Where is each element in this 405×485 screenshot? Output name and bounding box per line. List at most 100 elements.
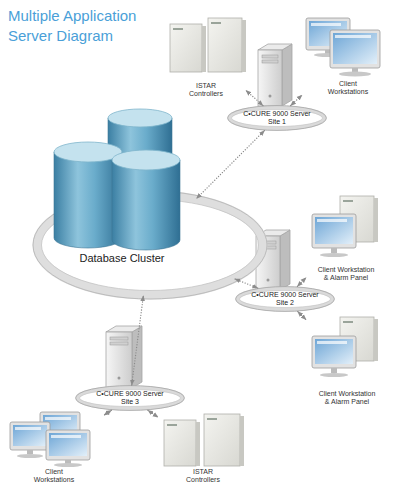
- server-tower: [258, 50, 282, 106]
- window-bar: [317, 219, 347, 222]
- cabinet-side: [240, 416, 244, 466]
- dotted-connector: [148, 410, 158, 417]
- server-label: Site 1: [268, 118, 286, 127]
- monitor-screen: [315, 339, 353, 364]
- monitor-base: [54, 463, 82, 467]
- window-bar: [317, 341, 347, 344]
- tower-side: [132, 326, 142, 388]
- monitor-base: [339, 72, 371, 77]
- cabinet-badge: [173, 28, 183, 30]
- window-bar: [311, 23, 341, 26]
- window-bar: [15, 427, 41, 430]
- server-ellipse: C•CURE 9000 ServerSite 3: [75, 385, 185, 411]
- dotted-connector: [235, 279, 258, 288]
- text-box: Client Workstations: [324, 80, 372, 96]
- dotted-connector: [104, 410, 111, 415]
- window-bar: [335, 35, 371, 38]
- text-box: C•CURE 9000 ServerSite 3: [75, 385, 185, 411]
- text-box: Client Workstations: [30, 468, 78, 484]
- server-label: Site 2: [276, 299, 294, 308]
- power-button: [118, 377, 121, 380]
- drive-bay: [262, 55, 278, 58]
- cabinet-badge: [207, 418, 217, 420]
- cylinder-top: [112, 150, 180, 170]
- device-label: ISTAR Controllers: [185, 82, 227, 98]
- ellipse-edge: [236, 287, 335, 312]
- controller-group: ISTAR Controllers: [158, 412, 248, 484]
- tower-top: [106, 326, 142, 332]
- cluster-label: Database Cluster: [52, 252, 192, 265]
- device-label: Client Workstations: [324, 80, 372, 96]
- cabinet-side: [196, 422, 200, 466]
- server-tower: [106, 332, 132, 388]
- ring-edge: [42, 200, 259, 291]
- cylinder-top: [108, 109, 172, 127]
- text-box: C•CURE 9000 ServerSite 1: [227, 105, 327, 131]
- text-box: Database Cluster: [52, 252, 192, 265]
- cabinet-side: [374, 198, 378, 242]
- server-ellipse: C•CURE 9000 ServerSite 1: [227, 105, 327, 131]
- text-box: C•CURE 9000 ServerSite 2: [235, 286, 335, 312]
- database-cylinder: [108, 118, 172, 197]
- window-bar: [45, 417, 71, 420]
- ring-band: [37, 195, 263, 295]
- monitor-stand: [331, 368, 337, 373]
- ellipse-edge: [76, 386, 185, 411]
- device-label: Client Workstations: [30, 468, 78, 484]
- tower-side: [282, 44, 292, 106]
- monitor-screen: [315, 217, 353, 244]
- dotted-connector: [298, 312, 306, 320]
- controller-cabinet: [204, 414, 240, 466]
- cabinet-badge: [343, 321, 353, 323]
- dotted-connector: [197, 131, 265, 199]
- dotted-connector: [246, 90, 263, 105]
- monitor-frame: [330, 30, 380, 68]
- monitor-frame: [312, 336, 356, 368]
- controller-cabinet: [170, 24, 202, 72]
- drive-bay: [110, 337, 128, 340]
- ellipse-edge: [240, 291, 331, 308]
- ellipse-band: [238, 289, 333, 310]
- monitor-base: [17, 454, 43, 458]
- tower-top: [258, 44, 292, 50]
- monitor-frame: [312, 214, 356, 248]
- text-box: Client Workstation & Alarm Panel: [317, 390, 378, 406]
- server-label: C•CURE 9000 Server: [243, 110, 310, 119]
- ellipse-edge: [228, 106, 327, 131]
- workstation-group: Client Workstations: [302, 10, 394, 96]
- ellipse-edge: [80, 390, 181, 407]
- ring-edge: [33, 191, 267, 299]
- diagram-title: Multiple Application Server Diagram: [8, 6, 173, 46]
- monitor-stand: [27, 450, 33, 454]
- cabinet-side: [202, 26, 206, 72]
- dotted-connector: [291, 95, 302, 105]
- power-button: [267, 279, 270, 282]
- ellipse-edge: [232, 110, 323, 127]
- window-bar: [51, 435, 81, 438]
- monitor-stand: [331, 248, 337, 253]
- monitor-frame: [46, 430, 90, 460]
- drive-bay: [262, 60, 278, 63]
- server-ellipse: C•CURE 9000 ServerSite 2: [235, 286, 335, 312]
- controller-cabinet: [164, 420, 196, 466]
- tower-side: [280, 230, 290, 290]
- cabinet-badge: [167, 424, 177, 426]
- workstation-alarm-group: Client Workstation & Alarm Panel: [306, 314, 388, 406]
- server-label: Site 3: [121, 398, 139, 407]
- server-label: C•CURE 9000 Server: [96, 390, 163, 399]
- text-box: Client Workstation & Alarm Panel: [316, 266, 377, 282]
- monitor-frame: [10, 422, 50, 450]
- database-cylinder: [112, 160, 180, 250]
- dotted-connector: [297, 278, 306, 287]
- workstation-group: Client Workstations: [4, 412, 104, 484]
- controller-group: ISTAR Controllers: [166, 12, 246, 98]
- text-box: ISTAR Controllers: [185, 82, 227, 98]
- database-ring: Database Cluster: [32, 190, 268, 300]
- text-box: ISTAR Controllers: [182, 468, 224, 484]
- drive-bay: [110, 342, 128, 345]
